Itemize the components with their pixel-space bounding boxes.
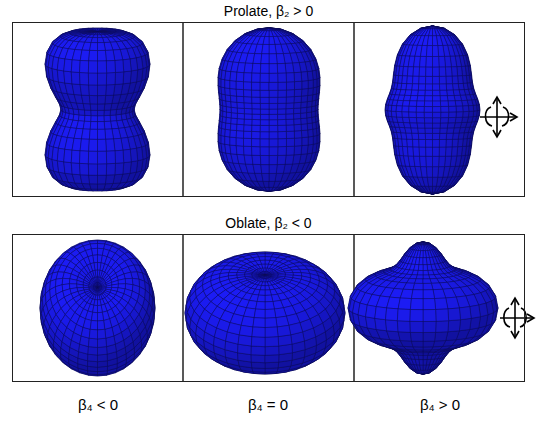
figure-stage: Prolate, β₂ > 0Oblate, β₂ < 0β₄ < 0β₄ = … xyxy=(0,0,537,434)
